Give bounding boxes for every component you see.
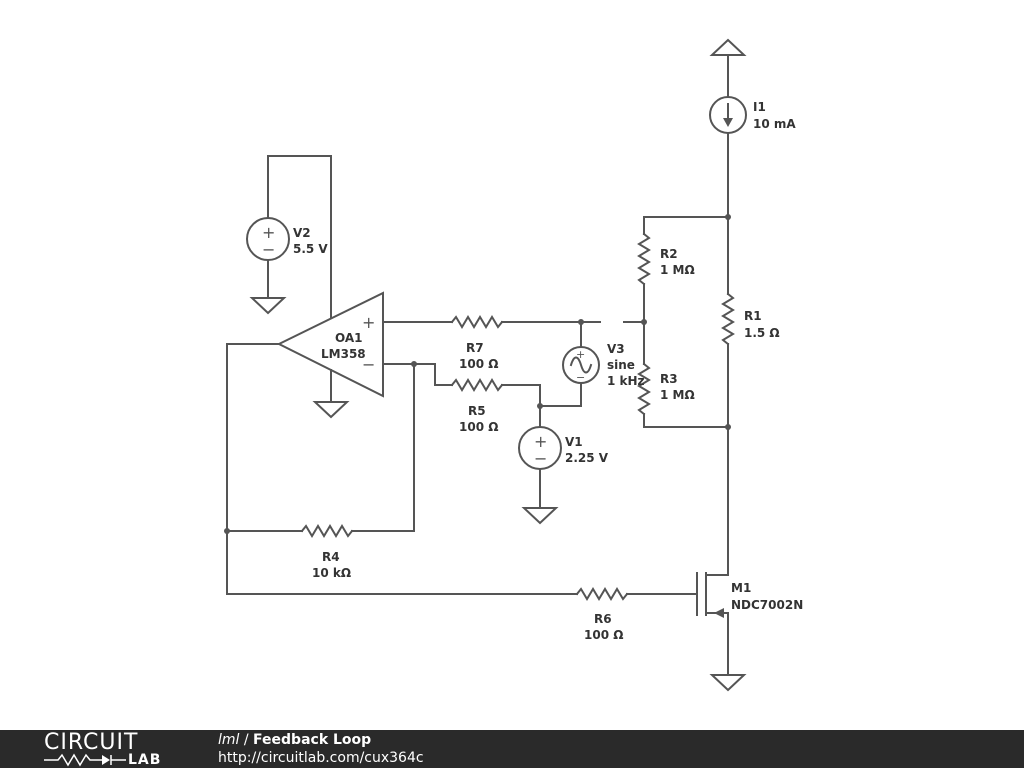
wire <box>643 216 729 235</box>
oa1-value-label: LM358 <box>321 347 366 361</box>
v2-name-label: V2 <box>293 226 311 240</box>
r2-value-label: 1 MΩ <box>660 263 695 277</box>
wire <box>413 363 453 386</box>
resistor-r5[interactable] <box>450 378 504 392</box>
circuit-title: lml / Feedback Loop <box>218 731 371 749</box>
r4-name-label: R4 <box>322 550 340 564</box>
r7-value-label: 100 Ω <box>459 357 498 371</box>
wire <box>267 155 332 319</box>
oa1-name-label: OA1 <box>335 331 363 345</box>
title-separator: / <box>239 732 254 748</box>
resistor-r1[interactable] <box>721 292 735 346</box>
resistor-r2[interactable] <box>637 232 651 286</box>
wire <box>501 384 541 428</box>
r3-name-label: R3 <box>660 372 678 386</box>
r1-value-label: 1.5 Ω <box>744 326 780 340</box>
logo-text-top: CIRCUIT <box>44 730 139 755</box>
mosfet-m1[interactable] <box>696 572 729 618</box>
v2-value-label: 5.5 V <box>293 242 328 256</box>
v1-plus-sign: + <box>534 432 547 451</box>
v3-plus-sign: + <box>576 348 585 361</box>
wire <box>539 382 582 407</box>
r6-value-label: 100 Ω <box>584 628 623 642</box>
resistor-r6[interactable] <box>575 587 629 601</box>
v1-minus-sign: − <box>534 449 547 468</box>
r5-value-label: 100 Ω <box>459 420 498 434</box>
v2-plus-sign: + <box>262 223 275 242</box>
circuit-schematic: I1 10 mA R1 1.5 Ω R2 1 MΩ R3 1 MΩ R7 100… <box>224 38 803 692</box>
oa1-plus-sign: + <box>362 313 375 332</box>
r6-name-label: R6 <box>594 612 612 626</box>
i1-name-label: I1 <box>753 100 766 114</box>
r4-value-label: 10 kΩ <box>312 566 351 580</box>
circuit-url-link[interactable]: http://circuitlab.com/cux364c <box>218 750 424 766</box>
resistor-r7[interactable] <box>450 315 504 329</box>
footer-bar: CIRCUIT LAB lml / Feedback Loop http://c… <box>0 730 1024 768</box>
author-username-link[interactable]: lml <box>218 732 240 748</box>
v1-name-label: V1 <box>565 435 583 449</box>
v3-value-label: 1 kHz <box>607 374 645 388</box>
resistor-r3[interactable] <box>637 362 651 416</box>
m1-name-label: M1 <box>731 581 751 595</box>
wire <box>351 363 415 532</box>
v3-name-label: V3 <box>607 342 625 356</box>
circuitlab-logo[interactable]: CIRCUIT LAB <box>44 730 174 768</box>
r3-value-label: 1 MΩ <box>660 388 695 402</box>
junction-dot <box>725 424 731 430</box>
v3-type-label: sine <box>607 358 635 372</box>
ground-m1 <box>709 674 747 692</box>
current-source-i1[interactable] <box>709 96 747 134</box>
wire <box>226 343 280 595</box>
r7-name-label: R7 <box>466 341 484 355</box>
oa1-minus-sign: − <box>362 355 375 374</box>
v1-value-label: 2.25 V <box>565 451 609 465</box>
resistor-r4[interactable] <box>300 524 354 538</box>
wire <box>643 413 729 428</box>
v2-minus-sign: − <box>262 240 275 259</box>
v3-minus-sign: − <box>576 371 585 384</box>
i1-value-label: 10 mA <box>753 117 796 131</box>
r2-name-label: R2 <box>660 247 678 261</box>
logo-resistor-diode-icon <box>44 753 126 767</box>
ground-oa1 <box>312 401 350 419</box>
junction-dot <box>725 214 731 220</box>
r5-name-label: R5 <box>468 404 486 418</box>
supply-terminal-top <box>709 38 747 56</box>
circuit-name: Feedback Loop <box>253 732 372 748</box>
logo-text-bottom: LAB <box>128 752 162 768</box>
ground-v2 <box>249 297 287 315</box>
ground-v1 <box>521 507 559 525</box>
r1-name-label: R1 <box>744 309 762 323</box>
m1-value-label: NDC7002N <box>731 598 803 612</box>
